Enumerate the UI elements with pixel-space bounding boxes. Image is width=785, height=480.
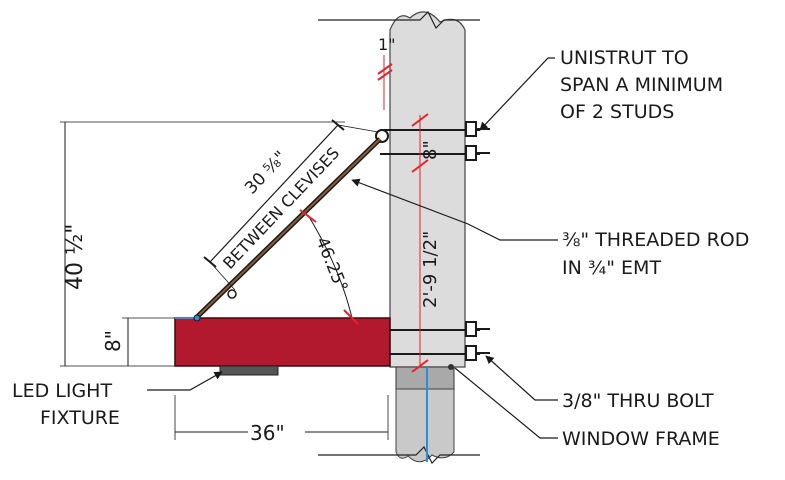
window-frame-block: [395, 366, 455, 390]
bracket-tick-b: [411, 159, 429, 173]
rod-clevis-box: [193, 314, 201, 322]
threaded-rod-inner: [195, 138, 381, 319]
upper-unistrut: [380, 121, 490, 161]
height-dim-label: 40 ½": [63, 224, 88, 290]
window-frame-dot: [448, 364, 454, 370]
bracket-span-label: 2'-9 1/2": [420, 231, 441, 308]
box-width-label: 36": [250, 421, 285, 445]
lower-unistrut: [390, 321, 490, 361]
bracket-gap-label: 8": [420, 140, 441, 160]
unistrut-label-3: OF 2 STUDS: [560, 101, 674, 123]
unistrut-label-2: SPAN A MINIMUM: [560, 74, 723, 96]
angle-label: 46.25°: [311, 234, 351, 295]
offset-tick-b: [377, 69, 393, 81]
led-label-2: FIXTURE: [40, 407, 120, 429]
rod-clevis-bottom: [227, 289, 237, 299]
unistrut-label-1: UNISTRUT TO: [560, 47, 689, 69]
light-box: [174, 317, 391, 367]
led-leader: [147, 371, 223, 391]
rod-label-2: IN ¾" EMT: [562, 257, 661, 279]
box-height-label: 8": [101, 330, 125, 352]
rod-ext-b: [337, 124, 379, 133]
offset-label: 1": [378, 35, 396, 54]
rod-leader: [351, 178, 558, 241]
angle-tick-a: [299, 209, 317, 223]
bolt-label: 3/8" THRU BOLT: [562, 390, 714, 412]
wall-break-top: [318, 10, 480, 30]
led-label-1: LED LIGHT: [12, 380, 112, 402]
lower-wall: [395, 388, 455, 463]
bracket-tick-a: [411, 113, 429, 127]
rod-label-1: ⅜" THREADED ROD: [562, 229, 749, 251]
unistrut-leader: [479, 57, 555, 131]
led-fixture: [219, 365, 279, 376]
window-leader: [454, 367, 558, 439]
rod-dim-line: [209, 124, 339, 263]
angle-tick-b: [343, 309, 359, 325]
wall-column: [389, 11, 466, 368]
bracket-tick-c: [411, 359, 429, 373]
offset-tick-a: [377, 63, 393, 75]
angle-arc: [307, 214, 353, 319]
bolt-leader: [485, 355, 558, 401]
window-label: WINDOW FRAME: [562, 428, 720, 450]
rod-ext-a: [209, 261, 236, 291]
